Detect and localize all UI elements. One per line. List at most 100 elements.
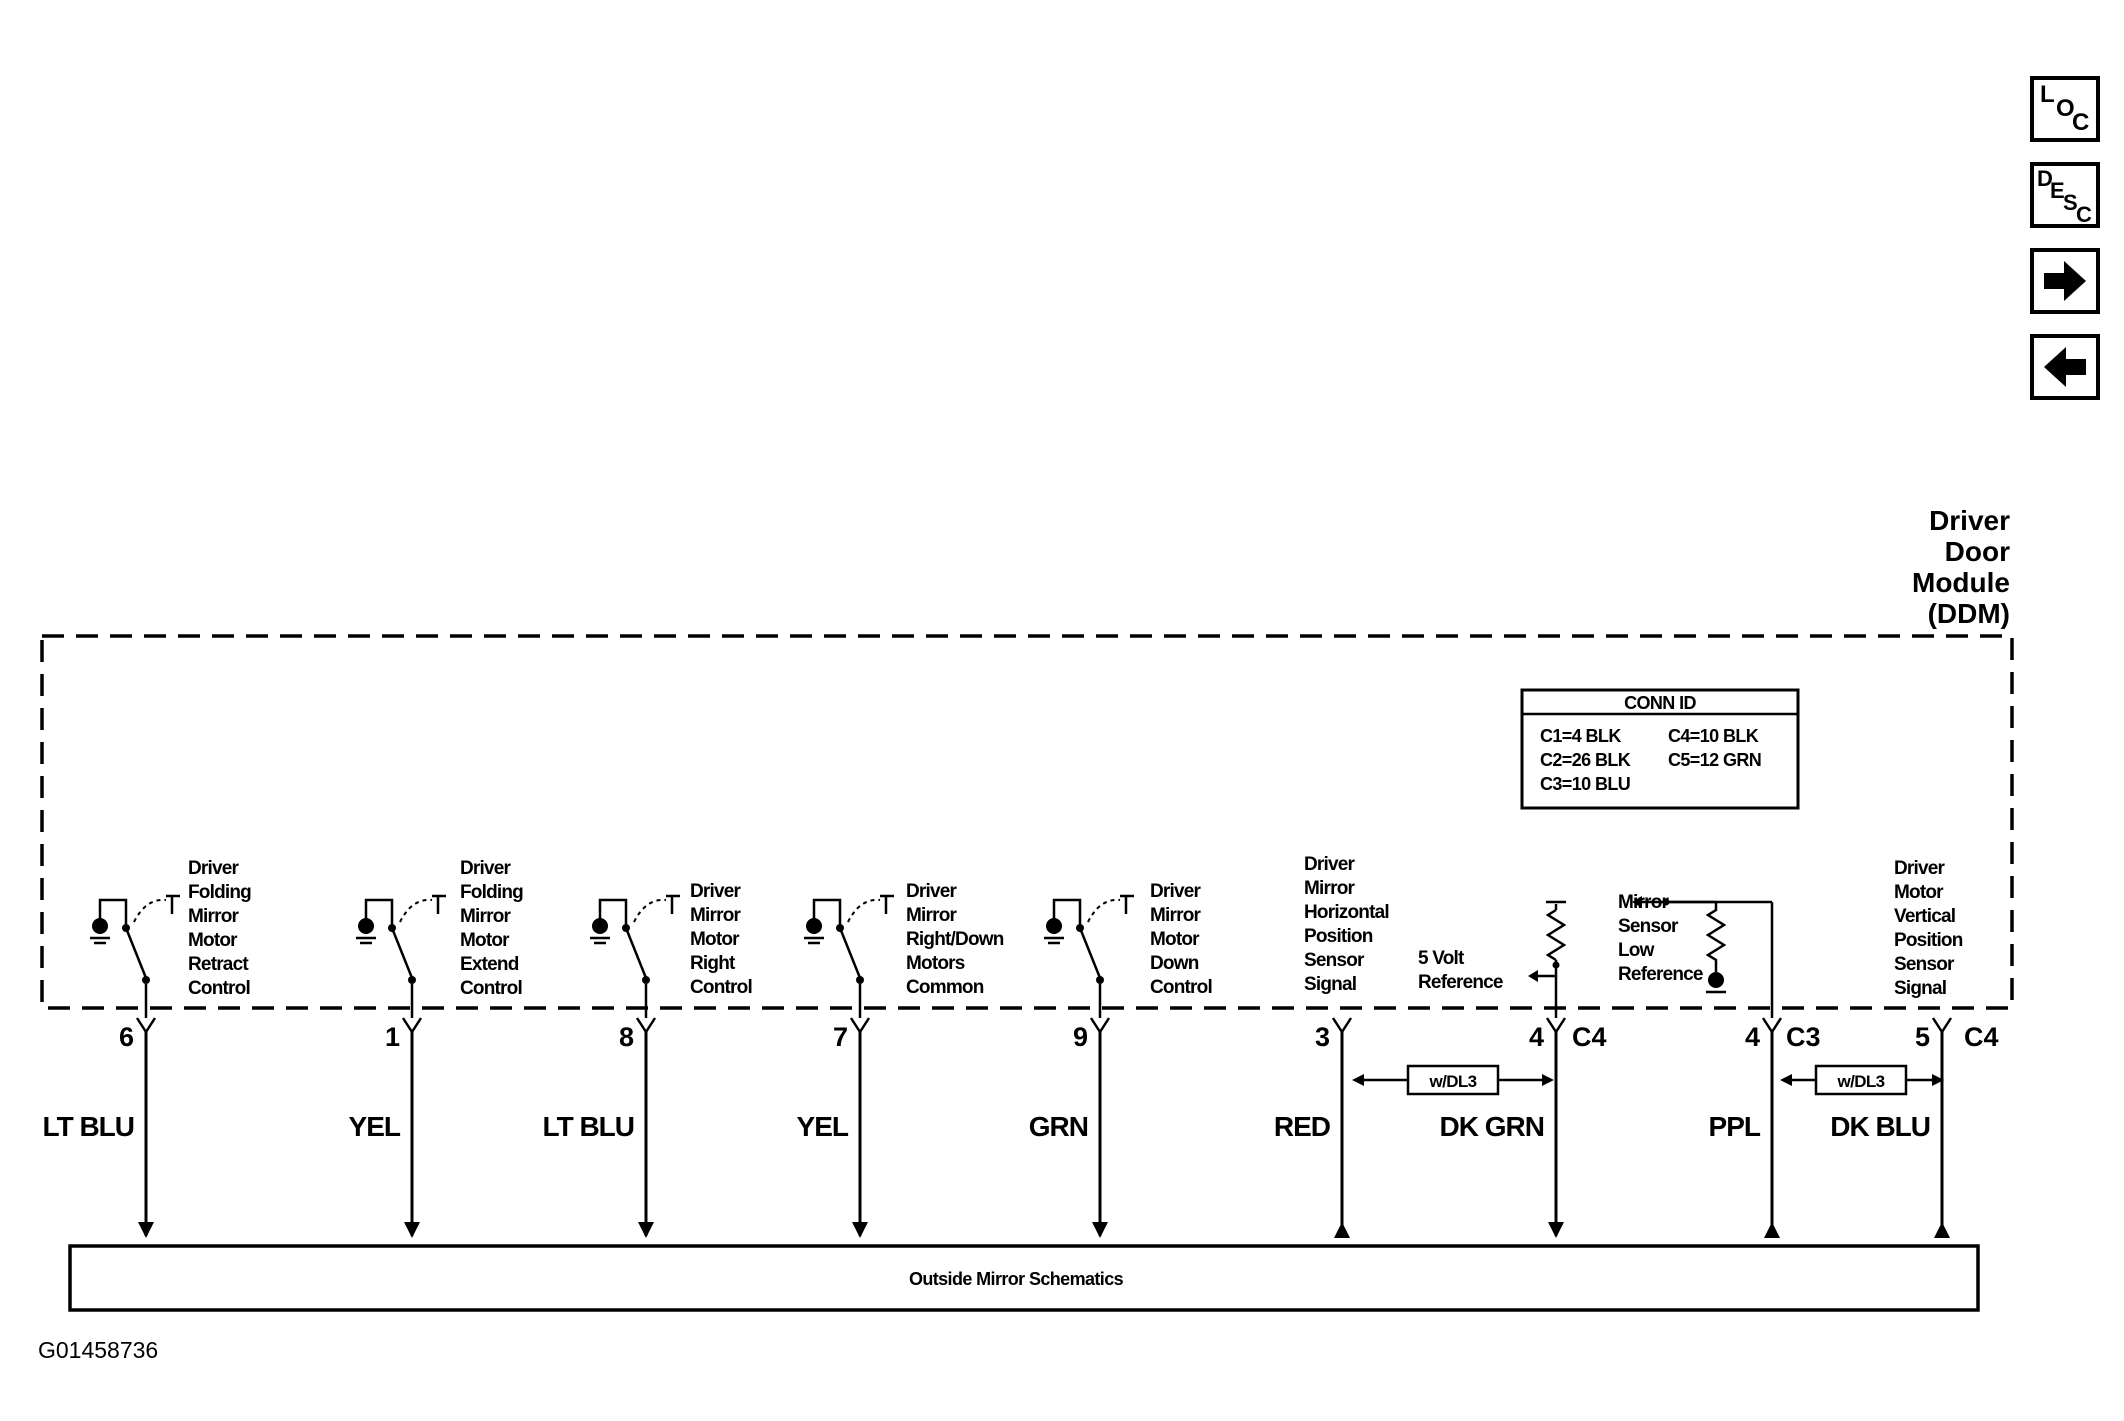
circuit-label-line: Horizontal [1304,902,1389,923]
wire-color: DK GRN [1440,1111,1544,1142]
switch-contact [142,976,150,984]
connector-terminal [1931,1017,1953,1035]
arrow-left-icon [2044,347,2086,387]
desc-button[interactable]: D E S C [2030,162,2100,228]
circuit-1: 6LT BLUDriverFoldingMirrorMotorRetractCo… [43,858,252,1238]
circuit-label-line: Mirror [1304,878,1356,899]
ground-icon [358,918,374,934]
circuit-label-line: Driver [1894,858,1946,879]
ground-icon [92,918,108,934]
loc-sub2-letter: C [2072,109,2089,136]
pin-number: 3 [1315,1022,1330,1052]
circuit-label-line: Vertical [1894,906,1955,927]
reference-arrow [1528,970,1538,982]
connector-name: C4 [1572,1022,1607,1052]
wire-arrow-down [138,1222,154,1238]
arrow-right-icon [2044,261,2086,301]
module-label-line4: (DDM) [1928,598,2010,629]
wire-arrow-down [1548,1222,1564,1238]
option-label-right: w/DL3 [1836,1072,1884,1091]
connector-terminal [635,1017,657,1035]
circuit-label-line: Motor [1150,929,1200,950]
reference-arrow [1632,896,1642,908]
ground-lead [98,898,128,928]
circuit-label-line: Mirror [690,905,742,926]
circuit-label-line: Driver [188,858,240,879]
module-boundary [40,634,2014,1010]
loc-main-letter: L [2040,81,2055,108]
connector-name: C4 [1964,1022,1999,1052]
pin-number: 4 [1745,1022,1760,1052]
circuit-label-line: Sensor [1618,916,1679,937]
switch-blade [838,927,862,979]
connector-terminal [1331,1017,1353,1035]
wire-color: YEL [797,1111,849,1142]
connector-terminal [1545,1017,1567,1035]
previous-page-button[interactable] [2030,334,2100,400]
connector-terminal [1089,1017,1111,1035]
switch-blade [624,927,648,979]
desc-main-letter: D [2037,166,2053,191]
option-bracket-right: w/DL3 [1780,1064,1944,1096]
circuit-label-line: 5 Volt [1418,948,1465,969]
circuit-label-line: Driver [690,881,742,902]
circuit-label-line: Driver [460,858,512,879]
wire-arrow-down [638,1222,654,1238]
circuit-label-line: Right/Down [906,929,1004,950]
circuit-label-line: Right [690,953,736,974]
ground-icon [806,918,822,934]
switch-blade [124,927,148,979]
switch-contact [642,976,650,984]
pin-number: 6 [119,1022,134,1052]
switch-contact [1096,976,1104,984]
wire-color: YEL [349,1111,401,1142]
pin-number: 9 [1073,1022,1088,1052]
wire-arrow-down [1092,1222,1108,1238]
circuit-2: 1YELDriverFoldingMirrorMotorExtendContro… [349,858,524,1238]
connector-terminal [135,1017,157,1035]
next-page-button[interactable] [2030,248,2100,314]
wire-color: LT BLU [543,1111,634,1142]
circuit-label-line: Reference [1418,972,1503,993]
switch-contact [408,976,416,984]
switch-blade [390,927,414,979]
resistor-icon [1545,908,1567,962]
circuit-label-line: Motor [1894,882,1944,903]
loc-button[interactable]: L O C [2030,76,2100,142]
circuit-label-line: Mirror [188,906,240,927]
circuit-label-line: Motors [906,953,965,974]
wire-arrow-up [1934,1222,1950,1238]
ground-lead [364,898,394,928]
circuit-label-line: Sensor [1894,954,1955,975]
circuit-label-line: Driver [1304,854,1356,875]
circuit-label-line: Extend [460,954,519,975]
outside-mirror-schematics-box[interactable]: Outside Mirror Schematics [68,1244,1980,1312]
pin-number: 8 [619,1022,634,1052]
circuit-label-line: Control [690,977,752,998]
ground-lead [1052,898,1082,928]
circuit-label-line: Driver [1150,881,1202,902]
circuit-label-line: Control [188,978,250,999]
wire-arrow-up [1334,1222,1350,1238]
junction-dot [1552,961,1560,969]
actuator-link [847,898,881,923]
module-label-line3: Module [1912,567,2010,598]
wire-arrow-down [852,1222,868,1238]
circuit-label-line: Driver [906,881,958,902]
pin-number: 1 [385,1022,400,1052]
wire-color: DK BLU [1830,1111,1930,1142]
ground-lead [812,898,842,928]
circuit-label-line: Reference [1618,964,1703,985]
circuit-label-line: Folding [460,882,523,903]
ground-icon [1046,918,1062,934]
ground-lead [598,898,628,928]
wire-color: RED [1274,1111,1331,1142]
connector-terminal [1761,1017,1783,1035]
conn-id-c3: C3=10 BLU [1540,774,1630,794]
circuit-label-line: Control [460,978,522,999]
